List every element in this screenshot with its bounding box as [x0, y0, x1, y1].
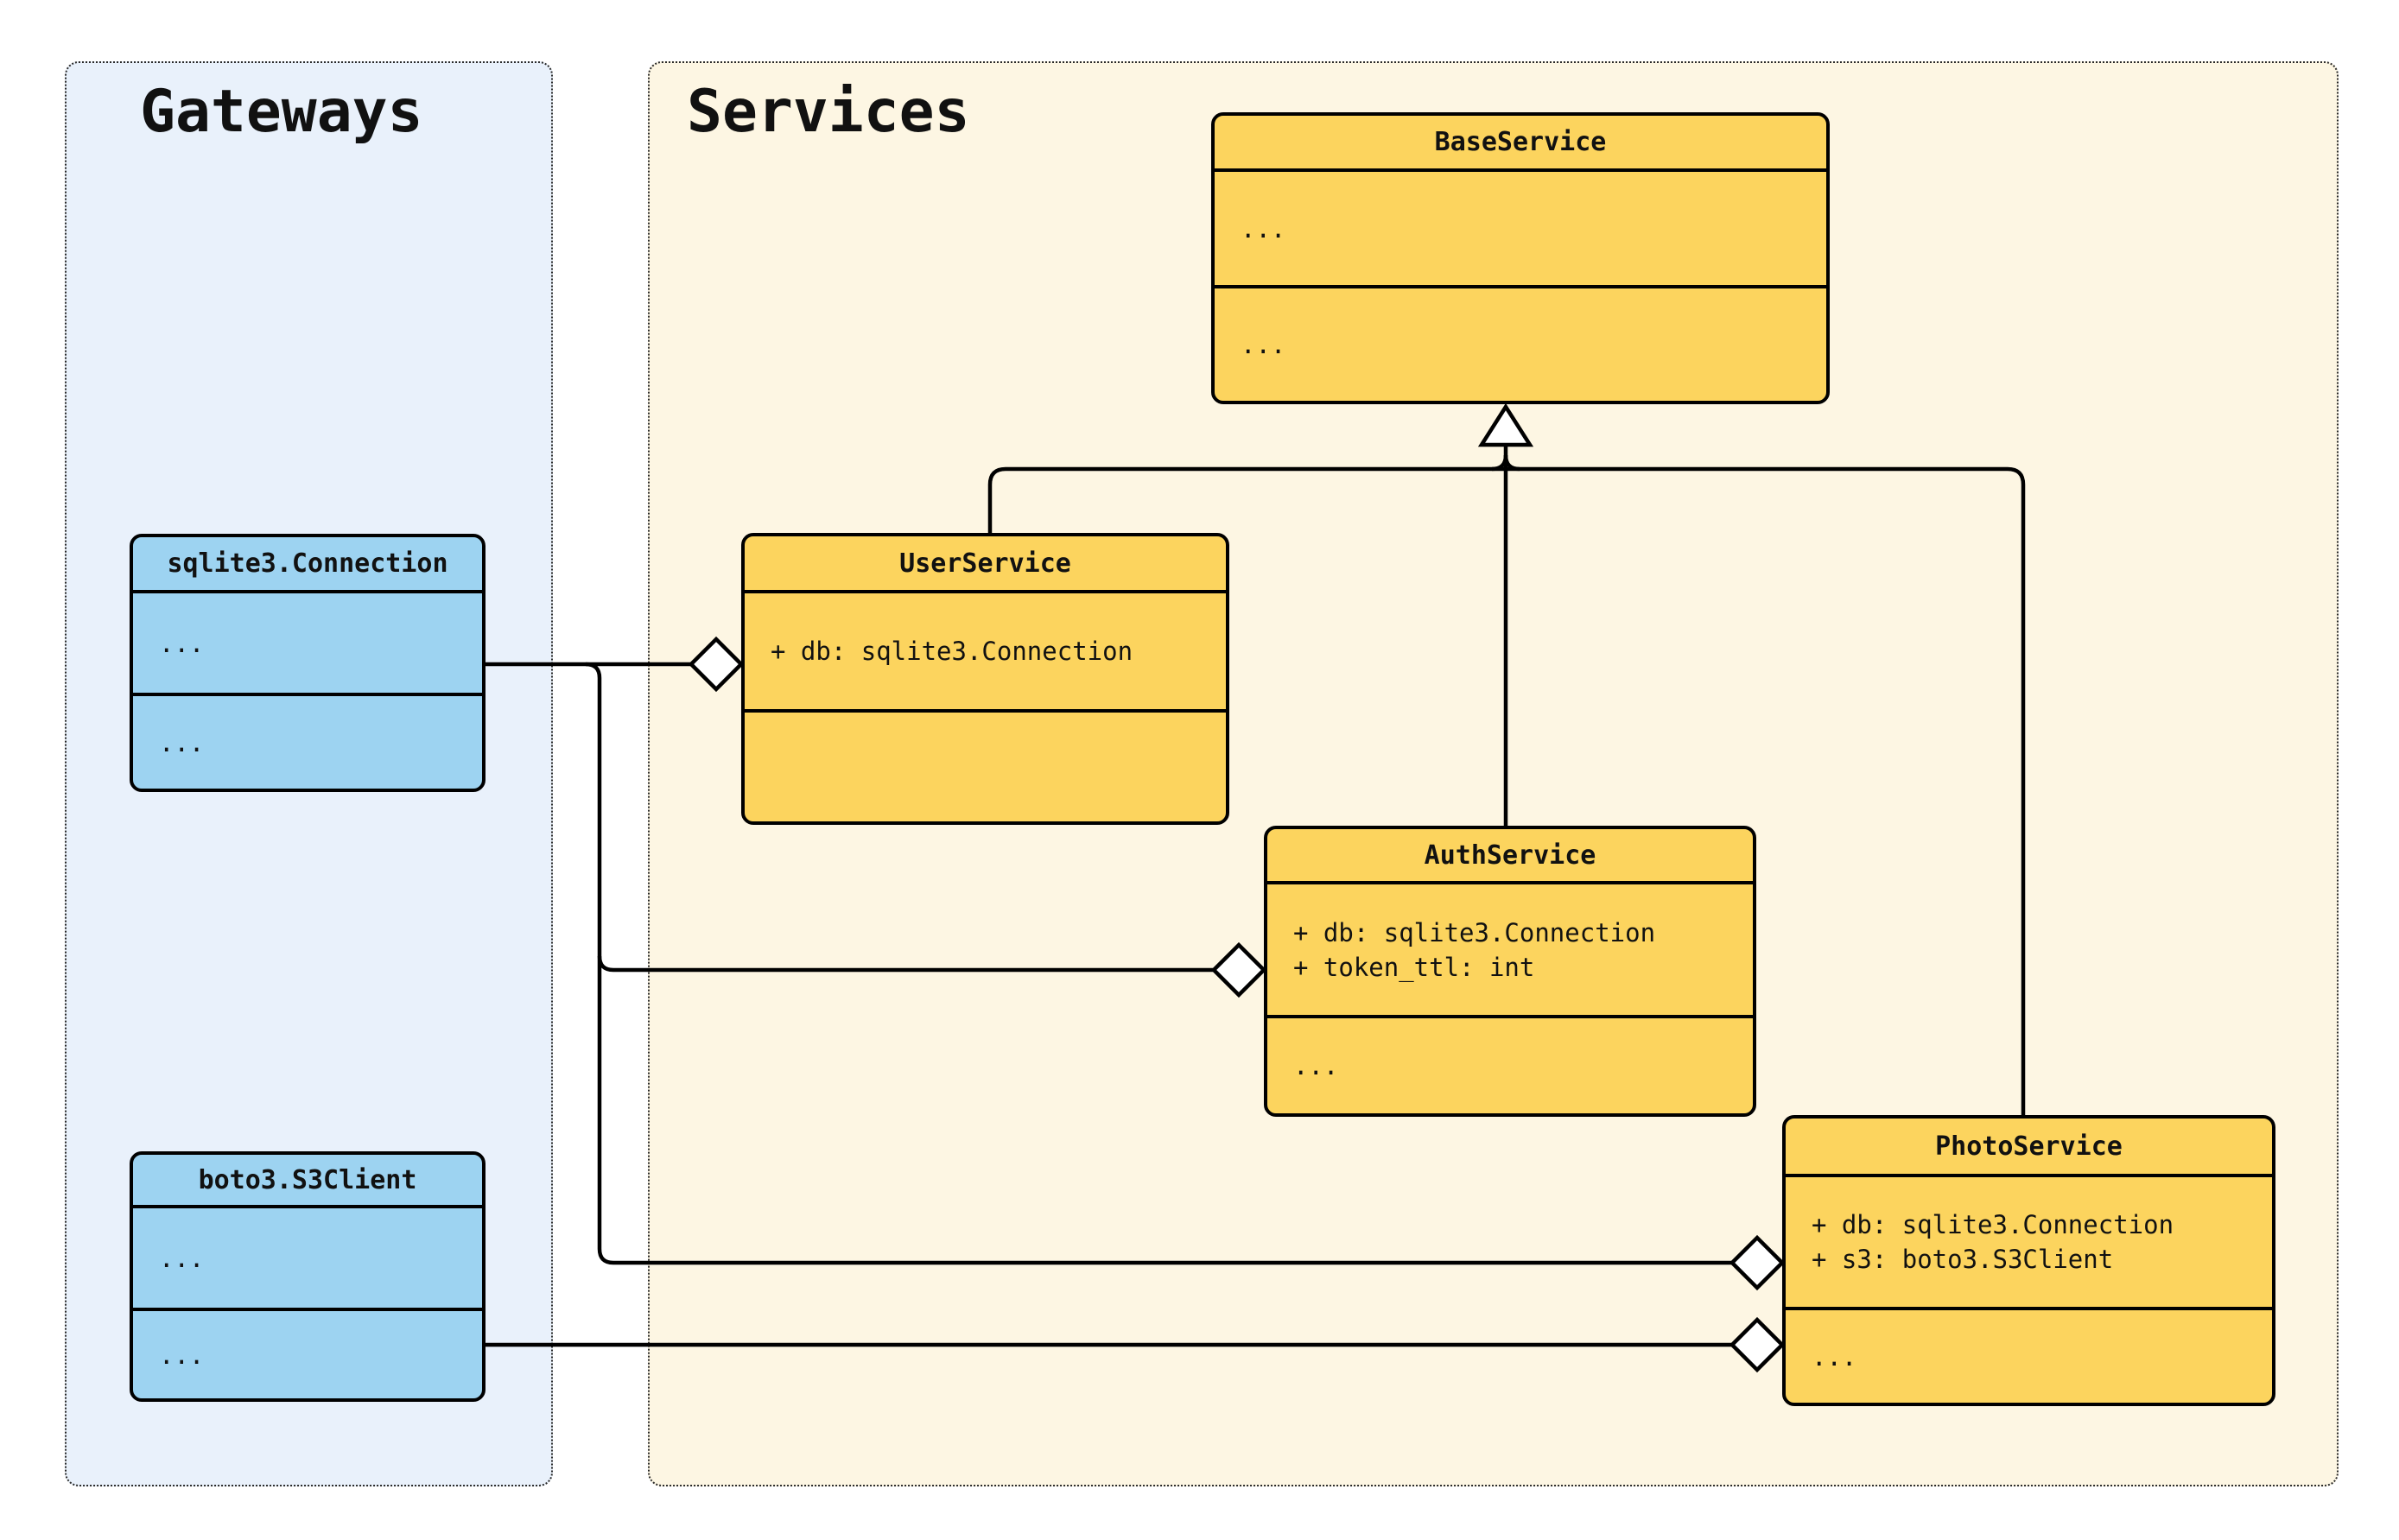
class-box-boto3-s3client: boto3.S3Client ... ... — [130, 1151, 486, 1402]
class-attributes: + db: sqlite3.Connection + token_ttl: in… — [1267, 881, 1753, 1015]
attribute-line: ... — [159, 628, 205, 658]
class-methods: ... — [1215, 285, 1826, 401]
class-box-baseservice: BaseService ... ... — [1211, 112, 1830, 404]
class-box-userservice: UserService + db: sqlite3.Connection — [741, 533, 1229, 825]
class-attributes: + db: sqlite3.Connection — [745, 590, 1226, 709]
attribute-line: + token_ttl: int — [1293, 952, 1535, 982]
attribute-line: ... — [1241, 213, 1286, 244]
class-methods — [745, 709, 1226, 821]
class-methods: ... — [133, 1308, 482, 1398]
class-methods: ... — [133, 693, 482, 789]
class-title: boto3.S3Client — [198, 1164, 417, 1195]
class-title: sqlite3.Connection — [167, 548, 448, 579]
attribute-line: + db: sqlite3.Connection — [1812, 1210, 2174, 1239]
class-box-sqlite3-connection: sqlite3.Connection ... ... — [130, 534, 486, 792]
class-attributes: ... — [133, 1205, 482, 1308]
services-cluster-title: Services — [687, 78, 970, 146]
attribute-line: + db: sqlite3.Connection — [771, 637, 1133, 666]
method-line: ... — [1241, 330, 1286, 359]
gateways-cluster-title: Gateways — [140, 78, 423, 146]
class-methods: ... — [1267, 1015, 1753, 1113]
method-line: ... — [159, 727, 205, 757]
method-line: ... — [1812, 1341, 1857, 1372]
class-attributes: ... — [1215, 168, 1826, 285]
class-methods: ... — [1786, 1307, 2272, 1403]
class-attributes: ... — [133, 590, 482, 693]
attribute-line: + s3: boto3.S3Client — [1812, 1245, 2114, 1274]
class-attributes: + db: sqlite3.Connection + s3: boto3.S3C… — [1786, 1174, 2272, 1307]
class-box-photoservice: PhotoService + db: sqlite3.Connection + … — [1782, 1115, 2275, 1406]
class-title: PhotoService — [1935, 1131, 2123, 1162]
class-title: BaseService — [1434, 127, 1607, 157]
class-title: AuthService — [1424, 840, 1596, 871]
attribute-line: ... — [159, 1243, 205, 1273]
method-line: ... — [1293, 1051, 1339, 1081]
method-line: ... — [159, 1340, 205, 1370]
class-title: UserService — [899, 548, 1071, 579]
class-box-authservice: AuthService + db: sqlite3.Connection + t… — [1264, 826, 1756, 1117]
attribute-line: + db: sqlite3.Connection — [1293, 917, 1656, 947]
